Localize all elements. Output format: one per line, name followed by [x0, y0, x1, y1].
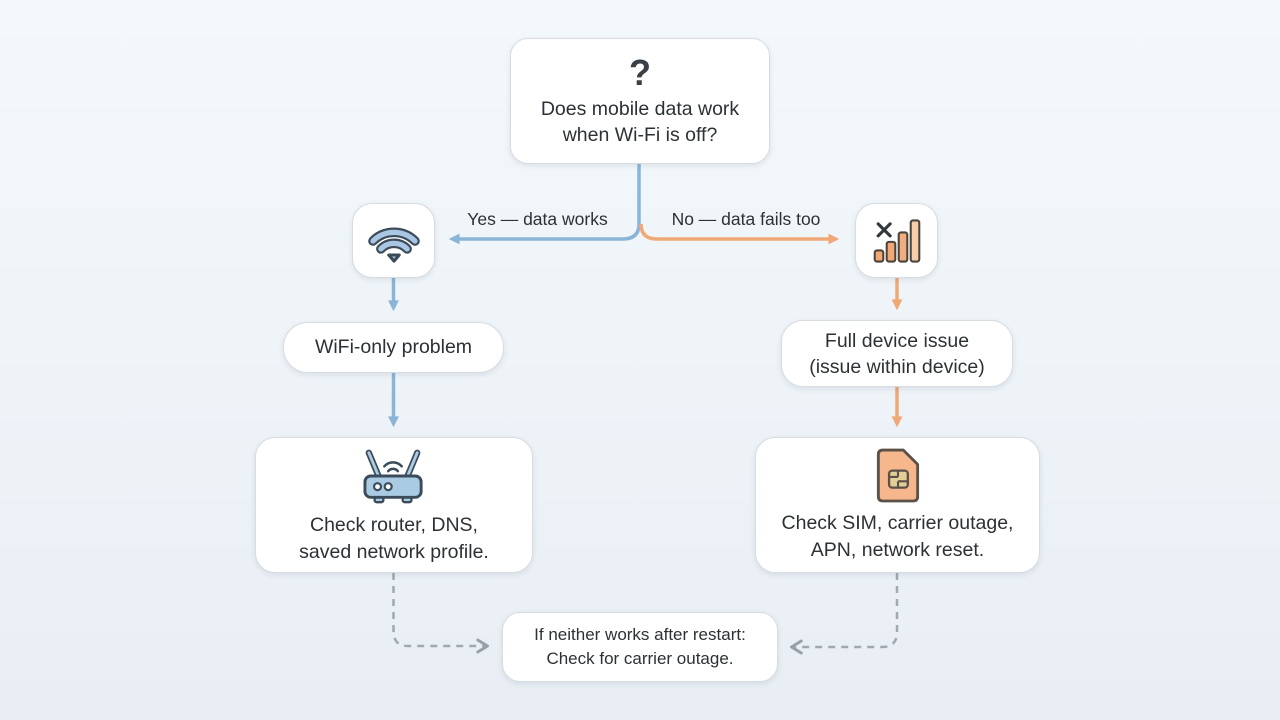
wifi-problem-label: WiFi-only problem — [314, 336, 473, 358]
node-router-check: Check router, DNS, saved network profile… — [255, 437, 533, 573]
device-issue-line-2: (issue within device) — [809, 355, 985, 378]
edge-label-yes: Yes — data works — [467, 209, 608, 229]
router-icon — [356, 445, 432, 507]
node-device-issue: Full device issue (issue within device) — [781, 320, 1013, 387]
node-cellular — [855, 203, 938, 278]
device-issue-line-1: Full device issue — [824, 329, 970, 352]
edge-router-to-fallback — [392, 573, 489, 654]
node-wifi-problem: WiFi-only problem — [283, 322, 504, 373]
question-line-1: Does mobile data work — [540, 98, 740, 120]
no-cellular-signal-icon — [867, 215, 927, 267]
sim-check-line-2: APN, network reset. — [810, 538, 985, 561]
fallback-line-1: If neither works after restart: — [534, 625, 746, 644]
fallback-line-2: Check for carrier outage. — [546, 649, 734, 668]
node-question: ? Does mobile data work when Wi-Fi is of… — [510, 38, 770, 164]
edge-sim-to-fallback — [790, 573, 899, 655]
node-sim-check: Check SIM, carrier outage, APN, network … — [755, 437, 1040, 573]
node-wifi — [352, 203, 435, 278]
edge-yes — [448, 164, 641, 245]
router-check-line-2: saved network profile. — [299, 540, 489, 563]
edge-no — [639, 223, 840, 245]
router-check-line-1: Check router, DNS, — [310, 513, 478, 536]
node-fallback: If neither works after restart: Check fo… — [502, 612, 778, 682]
sim-card-icon — [873, 447, 923, 505]
wifi-icon — [366, 218, 422, 264]
question-line-2: when Wi-Fi is off? — [562, 124, 718, 146]
sim-check-line-1: Check SIM, carrier outage, — [781, 511, 1014, 534]
edge-label-no: No — data fails too — [671, 209, 821, 229]
question-mark-icon: ? — [629, 52, 651, 93]
